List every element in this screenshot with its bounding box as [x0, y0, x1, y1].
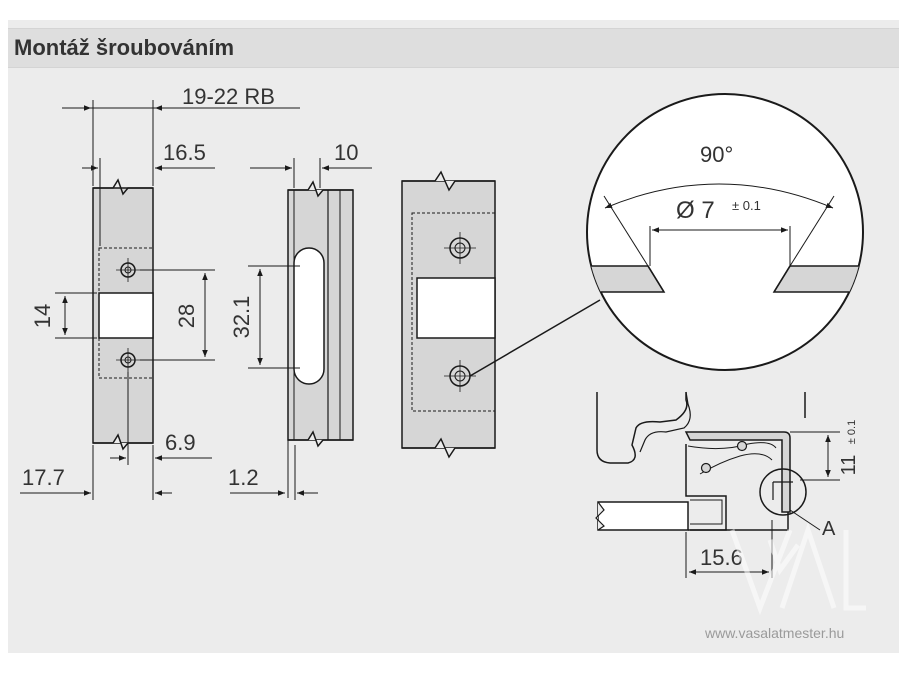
hinge-section [595, 391, 821, 531]
side-view-dimensions [230, 158, 372, 500]
dim-32-1: 32.1 [229, 296, 254, 339]
dim-tolerance: ± 0.1 [732, 198, 761, 213]
section-title: Montáž šroubováním [14, 35, 235, 60]
dim-10: 10 [334, 140, 358, 165]
front-view-dimension-labels: 19-22 RB 16.5 14 28 6.9 17.7 [22, 84, 275, 490]
detail-leader-line [469, 299, 601, 377]
dim-14: 14 [30, 304, 55, 328]
dim-11-tolerance: ± 0.1 [846, 420, 858, 444]
side-view-dimension-labels: 10 32.1 1.2 [228, 140, 358, 490]
dim-11: 11 [838, 455, 860, 476]
watermark-url: www.vasalatmester.hu [704, 625, 844, 641]
dim-90-degree: 90° [700, 142, 733, 167]
countersink-detail: 90° Ø 7 ± 0.1 [586, 93, 864, 371]
dim-diameter-7: Ø 7 [676, 197, 715, 224]
section-header: Montáž šroubováním [8, 28, 899, 68]
back-view-plate [401, 170, 601, 459]
dim-1-2: 1.2 [228, 465, 259, 490]
dim-19-22-rb: 19-22 RB [182, 84, 275, 109]
hinge-dimension-labels: 11 ± 0.1 A 15.6 [700, 420, 860, 570]
dim-28: 28 [174, 304, 199, 328]
watermark-logo [729, 522, 866, 616]
front-view-plate [92, 178, 154, 451]
front-view-dimensions [20, 100, 300, 500]
dim-15-6: 15.6 [700, 545, 743, 570]
side-view-plate [287, 180, 354, 498]
detail-a-label: A [822, 518, 836, 540]
detail-a-circle [759, 468, 807, 516]
dim-17-7: 17.7 [22, 465, 65, 490]
dim-6-9: 6.9 [165, 430, 196, 455]
dim-16-5: 16.5 [163, 140, 206, 165]
